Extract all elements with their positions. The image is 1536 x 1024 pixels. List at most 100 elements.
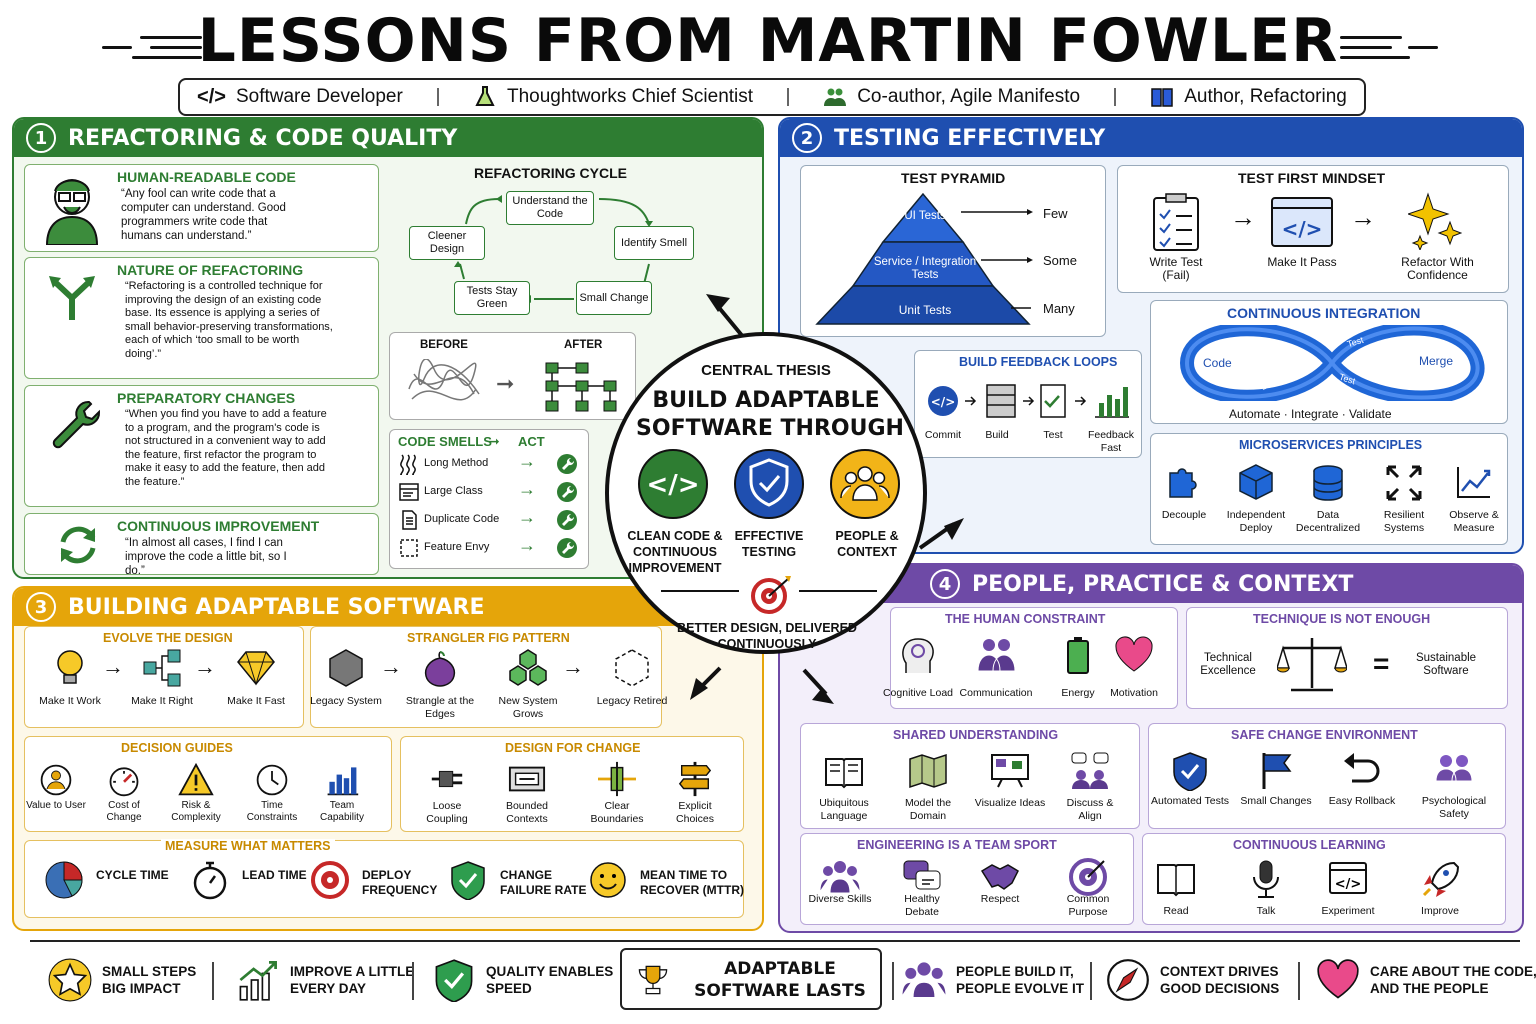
people-icon [824, 88, 847, 106]
divider [892, 962, 894, 1000]
balance-scale-icon [1277, 638, 1347, 692]
card-quote: “Refactoring is a controlled technique f… [125, 280, 333, 360]
section-people: 4 PEOPLE, PRACTICE & CONTEXT THE HUMAN C… [778, 563, 1524, 933]
item-label: Data Decentralized [1295, 509, 1361, 534]
highlight-box [620, 948, 882, 1010]
team-title: ENGINEERING IS A TEAM SPORT [857, 838, 1057, 852]
act-title: ACT [518, 434, 545, 449]
item-label: Make It Fast [227, 695, 285, 707]
bfl-step: Feedback Fast [1087, 429, 1135, 454]
clock-icon [256, 764, 288, 796]
item-label: Cognitive Load [882, 687, 954, 699]
card-human-constraint: THE HUMAN CONSTRAINT [890, 607, 1178, 709]
shield-green-icon [435, 959, 473, 1002]
line-chart-icon [1457, 467, 1491, 498]
item-label: Diverse Skills [808, 893, 872, 905]
cycle-arrows-icon [60, 526, 96, 564]
item-label: Easy Rollback [1328, 795, 1396, 807]
bottom-item: IMPROVE A LITTLE EVERY DAY [236, 958, 440, 1002]
section-header: 1 REFACTORING & CODE QUALITY [14, 119, 762, 157]
svg-text:</>: </> [646, 470, 699, 500]
arrow-icon: → [194, 654, 216, 679]
speed-line [1340, 56, 1410, 59]
speed-line [1340, 46, 1392, 49]
bottom-item: QUALITY ENABLES SPEED [432, 958, 616, 1002]
hub-result: BETTER DESIGN, DELIVERED CONTINUOUSLY [677, 621, 857, 651]
cycle-step: Small Change [576, 281, 652, 315]
wrench-icon [52, 401, 100, 449]
card-strangler-fig: STRANGLER FIG PATTERN [310, 626, 662, 728]
item-label: Energy [1061, 687, 1095, 699]
warning-icon [178, 762, 214, 796]
developer-avatar-icon [45, 179, 99, 245]
section-number: 4 [930, 569, 960, 599]
section-title: PEOPLE, PRACTICE & CONTEXT [972, 571, 1354, 597]
tfm-title: TEST FIRST MINDSET [1238, 170, 1385, 186]
cube-icon [1239, 464, 1273, 500]
metric-label: DEPLOY FREQUENCY [362, 868, 438, 897]
bottom-item: ADAPTABLE SOFTWARE LASTS [636, 958, 880, 1002]
section-header: 2 TESTING EFFECTIVELY [780, 119, 1522, 157]
arrow-icon: ➞ [496, 371, 515, 396]
bottom-divider [30, 940, 1520, 942]
infinity-loop-icon [1179, 325, 1485, 401]
item-label: Explicit Choices [676, 800, 714, 825]
arrow-icon: ➞ [488, 433, 500, 449]
group-icon [820, 861, 860, 894]
duplicate-doc-icon [402, 510, 417, 530]
item-label: Team Capability [320, 800, 364, 823]
card-microservices: MICROSERVICES PRINCIPLES [1150, 433, 1508, 545]
plug-icon [431, 770, 463, 788]
item-label: Decouple [1161, 509, 1207, 521]
svg-text:</>: </> [1335, 877, 1362, 892]
sparkle-icon [1408, 192, 1462, 250]
bottom-item-label: PEOPLE BUILD IT, PEOPLE EVOLVE IT [956, 964, 1085, 996]
people-pair-icon [1435, 755, 1473, 782]
card-code-smells: CODE SMELLS ➞ ACT [389, 429, 589, 569]
code-window-icon: </> [1329, 862, 1367, 894]
smell-label: Duplicate Code [424, 513, 500, 525]
bottom-item: SMALL STEPS BIG IMPACT [48, 958, 222, 1002]
signpost-icon [678, 761, 712, 797]
item-label: Cost of Change [106, 800, 142, 823]
ci-code: Code [1203, 356, 1232, 370]
bottom-item-label: CARE ABOUT THE CODE, AND THE PEOPLE [1370, 964, 1536, 996]
role-agile: Co-author, Agile Manifesto [823, 85, 1080, 109]
item-label: Read [1163, 905, 1189, 917]
section-header: 4 PEOPLE, PRACTICE & CONTEXT [780, 565, 1522, 603]
item-label: Observe & Measure [1449, 509, 1499, 534]
bottom-item-label: ADAPTABLE SOFTWARE LASTS [694, 959, 866, 1001]
test-pyramid-graphic [815, 192, 1031, 325]
wrench-circle-icon [557, 538, 577, 558]
bottom-item-label: SMALL STEPS BIG IMPACT [102, 964, 197, 996]
cycle-step: Cleener Design [409, 226, 485, 260]
bfl-step: Test [1043, 429, 1063, 441]
item-label: Resilient Systems [1383, 509, 1425, 534]
item-label: Common Purpose [1066, 893, 1110, 918]
brain-head-icon [902, 638, 934, 673]
tech-title: TECHNIQUE IS NOT ENOUGH [1253, 612, 1431, 626]
speed-line [140, 36, 202, 39]
tech-left: Technical Excellence [1200, 652, 1256, 677]
item-label: Improve [1421, 905, 1459, 917]
section-title: TESTING EFFECTIVELY [834, 125, 1106, 151]
pyramid-count: Some [1043, 253, 1077, 268]
wrench-circle-icon [557, 510, 577, 530]
arrow-icon: → [1350, 202, 1376, 232]
open-book-icon [825, 758, 863, 789]
card-continuous-integration: CONTINUOUS INTEGRATION Code Merge Build … [1150, 300, 1508, 424]
page-title: LESSONS FROM MARTIN FOWLER [197, 6, 1339, 76]
stopwatch-icon [193, 861, 227, 900]
pyramid-level: UI Tests [904, 210, 946, 222]
wavy-lines-icon [400, 454, 416, 475]
hex-cluster-icon [509, 649, 547, 686]
micro-title: MICROSERVICES PRINCIPLES [1239, 438, 1423, 452]
pyramid-count: Few [1043, 206, 1068, 221]
equals-sign: = [1373, 648, 1390, 679]
microphone-icon [1253, 860, 1279, 898]
section-number: 3 [26, 592, 56, 622]
diamond-icon [237, 651, 275, 686]
section-refactoring: 1 REFACTORING & CODE QUALITY HUMAN-READA… [12, 117, 764, 579]
pyramid-title: TEST PYRAMID [901, 170, 1006, 186]
compass-icon [1107, 959, 1149, 1001]
